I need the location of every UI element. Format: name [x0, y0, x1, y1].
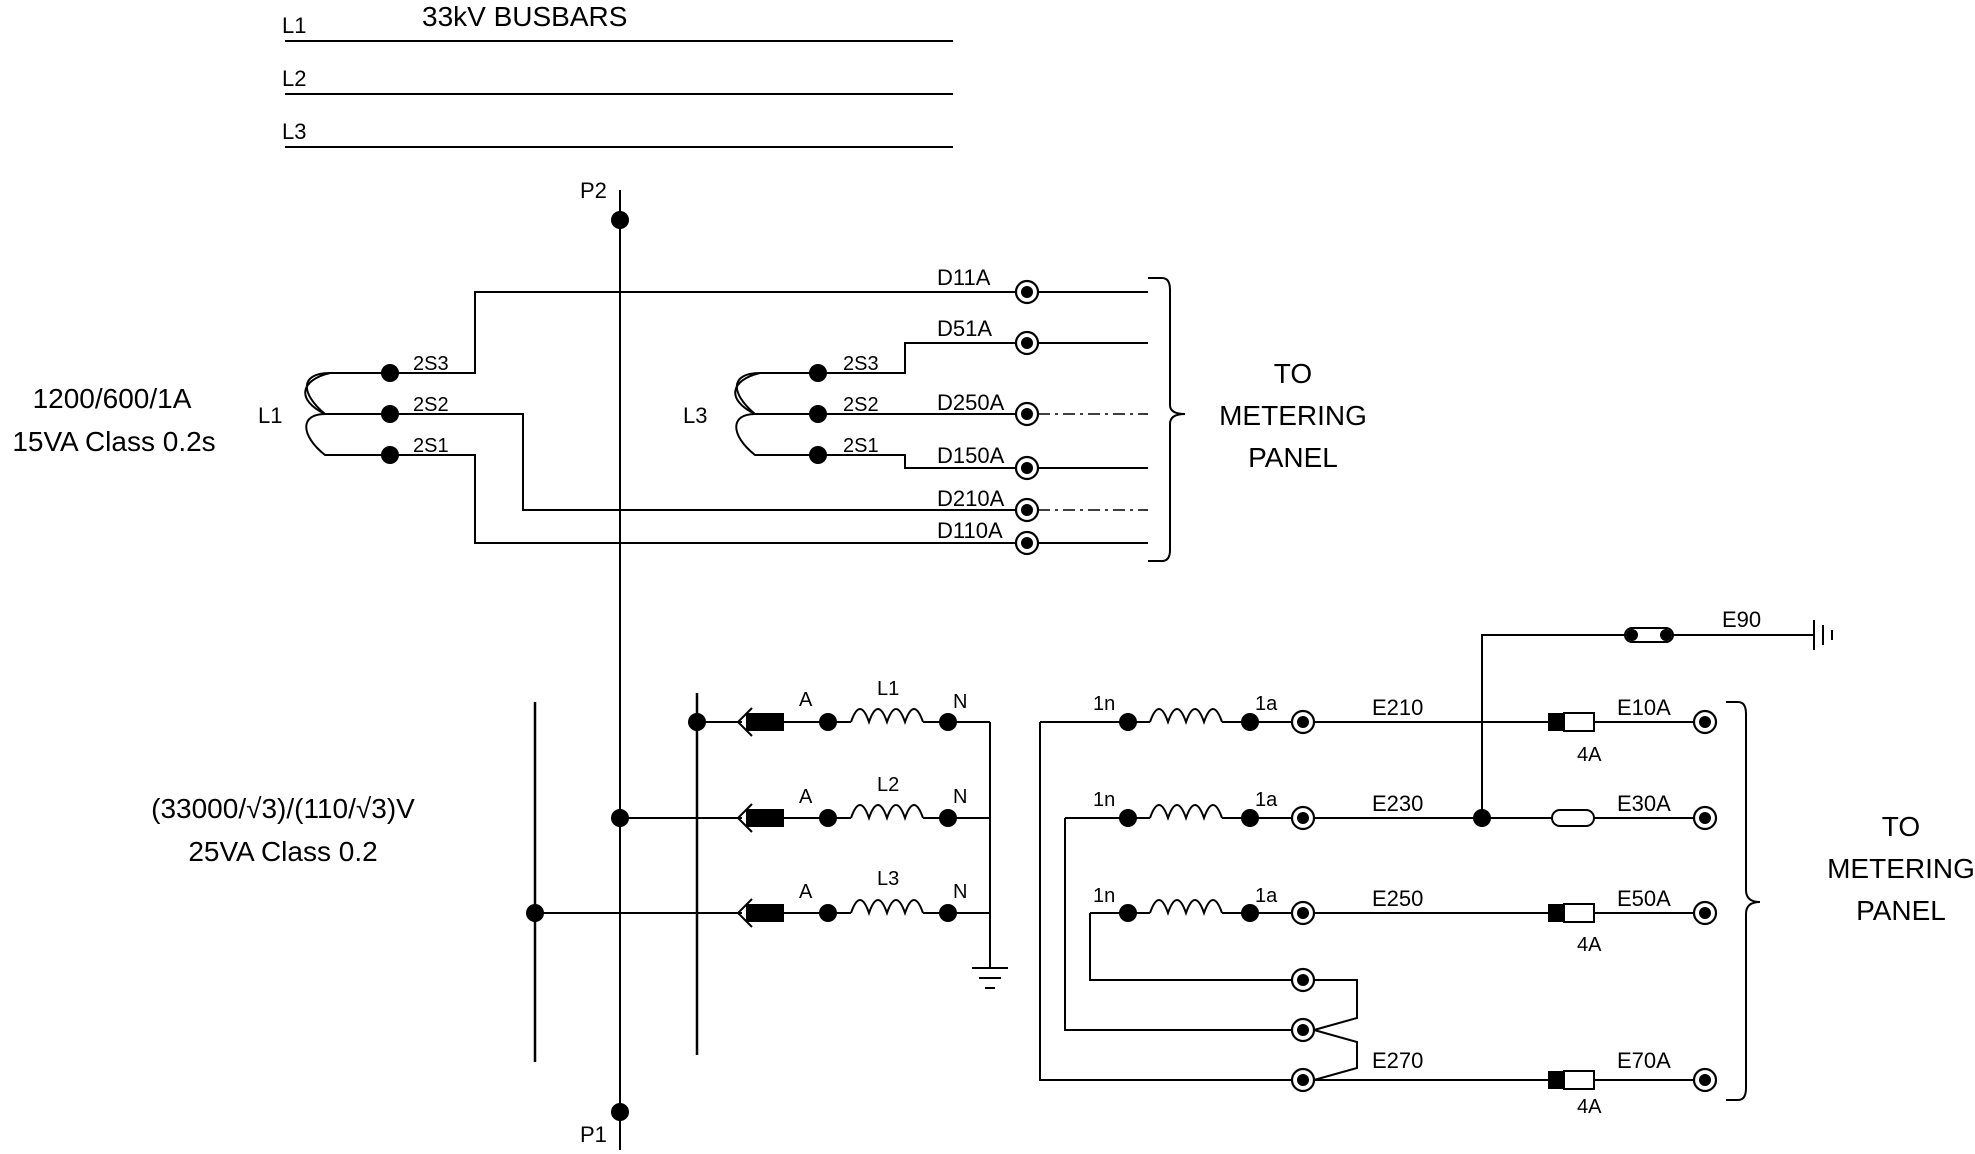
ct-destination-line1: TO — [1274, 358, 1312, 389]
vt-link-1 — [1313, 979, 1358, 1031]
vt-row3-a: A — [799, 881, 813, 903]
vt-sec2-end: 1a — [1255, 789, 1278, 811]
busbars: 33kV BUSBARS L1 L2 L3 — [282, 1, 953, 148]
vt-sec3-start: 1n — [1093, 885, 1115, 907]
vt-row2-n: N — [953, 786, 967, 808]
ct-terminal — [1014, 279, 1040, 305]
ct-right-2s3-label: 2S3 — [843, 353, 879, 375]
busbar-label-l2: L2 — [282, 66, 306, 91]
vt-destination-line3: PANEL — [1856, 895, 1946, 926]
vt-neutral-wire-1 — [1039, 722, 1292, 1081]
ct-phase-l3-label: L3 — [683, 403, 707, 428]
vt-neutral-wire-3 — [1089, 913, 1292, 981]
primary-conductor: P2 P1 — [580, 178, 629, 1150]
vt-sec2-out: E30A — [1617, 791, 1671, 816]
vt-sec3-end: 1a — [1255, 885, 1278, 907]
vt-row3-coil: L3 — [877, 868, 899, 890]
p2-label: P2 — [580, 178, 607, 203]
vt-neutral-fuse-label: 4A — [1577, 1096, 1602, 1118]
voltage-transformer: (33000/√3)/(110/√3)V 25VA Class 0.2 A L1… — [151, 607, 1975, 1118]
vt-neutral-out-label: E70A — [1617, 1048, 1671, 1073]
vt-row1-n: N — [953, 691, 967, 713]
ct-right-2s1-label: 2S1 — [843, 435, 879, 457]
ct-terminal — [1014, 497, 1040, 523]
vt-earth-branch-wire — [1481, 634, 1625, 818]
ct-terminal — [1014, 455, 1040, 481]
wire-d210a — [390, 413, 1025, 511]
ct-terminal — [1014, 530, 1040, 556]
vt-sec1-start: 1n — [1093, 693, 1115, 715]
ct-out-d150a: D150A — [937, 443, 1005, 468]
ct-right-2s2-label: 2S2 — [843, 394, 879, 416]
vt-secondary-row-2 — [1065, 804, 1718, 831]
vt-sec1-fuse: 4A — [1577, 744, 1602, 766]
ct-rating-line2: 15VA Class 0.2s — [12, 426, 215, 457]
vt-sec3-wire: E250 — [1372, 886, 1423, 911]
vt-link-2 — [1313, 1029, 1358, 1081]
wire-d110a — [390, 454, 1025, 544]
vt-secondary-row-1 — [1040, 708, 1718, 735]
vt-neutral-output — [1314, 1067, 1718, 1093]
vt-earth-label: E90 — [1722, 607, 1761, 632]
earth-icon — [972, 967, 1008, 989]
wire-d51a — [818, 342, 1025, 374]
vt-row1-a: A — [799, 689, 813, 711]
vt-row1-coil: L1 — [877, 678, 899, 700]
ct-destination-line3: PANEL — [1248, 442, 1338, 473]
vt-link-terminal — [1290, 967, 1316, 993]
vt-primary-row-1 — [697, 707, 990, 737]
ct-out-d11a: D11A — [937, 265, 991, 290]
ct-left-2s3-label: 2S3 — [413, 353, 449, 375]
p1-node — [611, 1103, 629, 1121]
ct-terminal — [1014, 330, 1040, 356]
vt-secondary-row-3 — [1090, 899, 1718, 926]
ct-left-coil-inner — [304, 372, 331, 415]
wire-d150a — [818, 454, 1025, 469]
ct-right-coil-inner — [734, 372, 761, 415]
vt-rating-line2: 25VA Class 0.2 — [188, 836, 377, 867]
ct-out-d210a: D210A — [937, 486, 1005, 511]
vt-sec1-end: 1a — [1255, 693, 1278, 715]
vt-primary-row-2 — [620, 803, 990, 833]
ct-out-d51a: D51A — [937, 316, 992, 341]
ct-rating-line1: 1200/600/1A — [33, 383, 192, 414]
earth-icon — [1813, 620, 1833, 650]
ct-left-2s2-label: 2S2 — [413, 394, 449, 416]
ct-out-d110a: D110A — [937, 518, 1003, 543]
vt-sec1-out: E10A — [1617, 695, 1671, 720]
vt-primary-row-3 — [535, 898, 990, 928]
busbar-label-l1: L1 — [282, 13, 306, 38]
vt-link-terminal — [1290, 1067, 1316, 1093]
ct-left-2s1-label: 2S1 — [413, 435, 449, 457]
p2-node — [611, 211, 629, 229]
busbar-label-l3: L3 — [282, 119, 306, 144]
current-transformer: 1200/600/1A 15VA Class 0.2s L1 2S3 2S2 2… — [12, 265, 1367, 562]
ct-terminal — [1014, 401, 1040, 427]
vt-row3-n: N — [953, 881, 967, 903]
vt-link-terminal — [1290, 1017, 1316, 1043]
vt-row2-coil: L2 — [877, 774, 899, 796]
ct-destination-line2: METERING — [1219, 400, 1367, 431]
ct-phase-l1-label: L1 — [258, 403, 282, 428]
vt-rating-line1: (33000/√3)/(110/√3)V — [151, 793, 415, 824]
vt-sec3-out: E50A — [1617, 886, 1671, 911]
vt-destination-line2: METERING — [1827, 853, 1975, 884]
ct-out-d250a: D250A — [937, 390, 1005, 415]
vt-sec2-start: 1n — [1093, 789, 1115, 811]
vt-destination-line1: TO — [1882, 811, 1920, 842]
ct-brace — [1148, 277, 1186, 562]
earth-link — [1624, 627, 1674, 643]
p1-label: P1 — [580, 1122, 607, 1147]
vt-brace — [1726, 701, 1761, 1101]
vt-sec2-wire: E230 — [1372, 791, 1423, 816]
vt-row2-a: A — [799, 786, 813, 808]
busbar-title: 33kV BUSBARS — [422, 1, 627, 32]
vt-sec1-wire: E210 — [1372, 695, 1423, 720]
vt-sec3-fuse: 4A — [1577, 934, 1602, 956]
wire-d11a — [390, 291, 1025, 374]
vt-neutral-wire-2 — [1064, 818, 1292, 1031]
vt-neutral-wire-label: E270 — [1372, 1048, 1423, 1073]
